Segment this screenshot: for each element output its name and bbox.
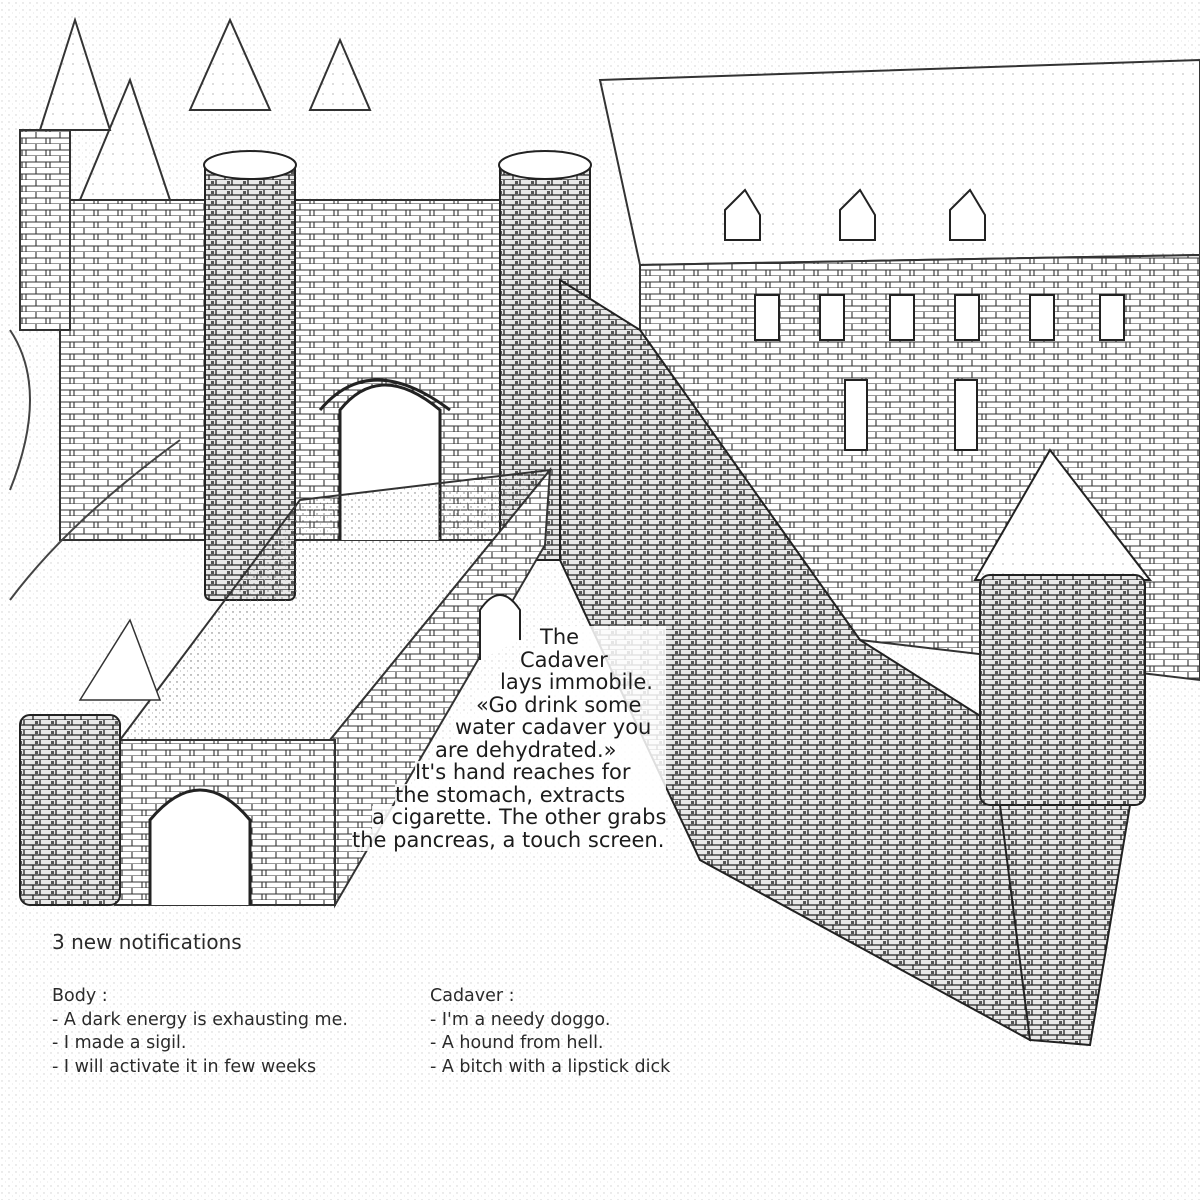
poem-line: a cigarette. The other grabs [372, 805, 667, 829]
poem-line: the stomach, extracts [395, 783, 667, 806]
poem-line: the pancreas, a touch screen. [352, 828, 667, 851]
cadaver-notifications: Cadaver : - I'm a needy doggo. - A hound… [430, 985, 670, 1079]
notification-item: - I made a sigil. [52, 1033, 187, 1053]
river-bank [9, 329, 181, 601]
notifications-title: 3 new notifications [52, 930, 242, 954]
poem-line: are dehydrated.» [435, 738, 667, 761]
poem-line: water cadaver you [455, 716, 667, 739]
poem-line: lays immobile. [500, 671, 667, 694]
notification-item: - A hound from hell. [430, 1033, 604, 1053]
notification-item: - I will activate it in few weeks [52, 1056, 317, 1077]
body-heading: Body : [52, 986, 108, 1006]
body-notifications: Body : - A dark energy is exhausting me.… [52, 985, 348, 1079]
notification-item: - A bitch with a lipstick dick [430, 1056, 671, 1077]
poem-line: «Go drink some [476, 693, 667, 716]
poem-text: The Cadaver lays immobile. «Go drink som… [0, 626, 667, 851]
poem-line: It's hand reaches for [415, 761, 667, 784]
notification-item: - I'm a needy doggo. [430, 1009, 611, 1030]
notification-item: - A dark energy is exhausting me. [52, 1009, 348, 1030]
poem-line: Cadaver [520, 648, 667, 671]
poem-line: The [540, 626, 667, 649]
cadaver-heading: Cadaver : [430, 986, 515, 1006]
corner-tower [973, 448, 1153, 1047]
bridge-walkway [19, 466, 553, 909]
